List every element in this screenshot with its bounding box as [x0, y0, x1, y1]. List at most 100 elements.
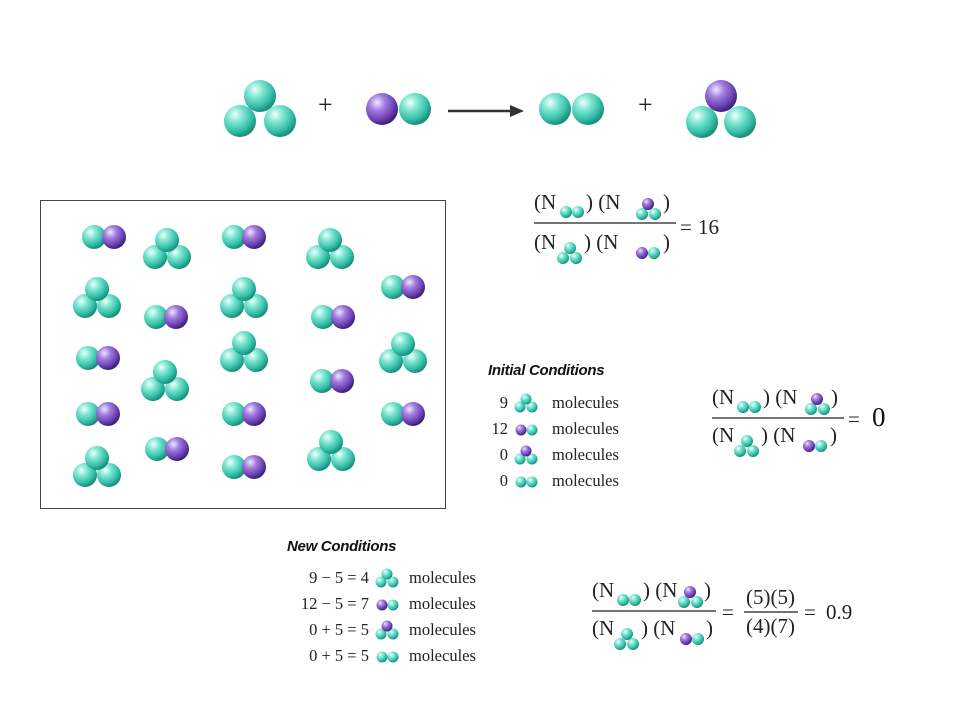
- purple-teal-dimer-molecule: [222, 455, 266, 479]
- teal-trimer-molecule: [73, 446, 121, 487]
- purple-teal-trimer-icon: [375, 620, 399, 640]
- teal-trimer-icon: [514, 393, 538, 413]
- svg-text:): ): [704, 578, 711, 602]
- svg-text:) (N: ) (N: [586, 190, 620, 214]
- initial-quotient-value: 0: [872, 402, 886, 432]
- purple-teal-dimer-molecule: [381, 402, 425, 426]
- teal-trimer-molecule: [379, 332, 427, 373]
- reactant-teal-trimer-icon: [224, 80, 296, 137]
- molecule-icon-wrap: [373, 594, 403, 614]
- svg-text:): ): [830, 423, 837, 447]
- molecules-label: molecules: [552, 471, 619, 490]
- equals-sign: =: [804, 600, 816, 624]
- molecules-label: molecules: [409, 594, 476, 613]
- purple-teal-dimer-molecule: [222, 225, 266, 249]
- teal-dimer-icon: [737, 401, 761, 413]
- condition-row: 12 molecules: [490, 417, 650, 441]
- molecules-label: molecules: [409, 620, 476, 639]
- purple-teal-trimer-icon: [678, 586, 703, 608]
- purple-teal-dimer-molecule: [311, 305, 355, 329]
- molecules-label: molecules: [552, 393, 619, 412]
- purple-teal-trimer-icon: [805, 393, 830, 415]
- purple-teal-dimer-icon: [376, 599, 399, 611]
- equals-sign: =: [848, 407, 860, 431]
- svg-text:(N: (N: [534, 230, 556, 254]
- purple-teal-trimer-icon: [636, 198, 661, 220]
- denominator: (N ) (N ): [592, 616, 713, 650]
- molecule-icon-wrap: [373, 620, 403, 640]
- initial-quotient: (N ) (N ) (N ) (N ) =: [710, 382, 900, 462]
- svg-text:) (N: ) (N: [643, 578, 677, 602]
- numerator: (N ) (N ): [592, 578, 711, 608]
- molecule-count: 12: [491, 419, 509, 438]
- svg-text:): ): [831, 385, 838, 409]
- plus-sign: +: [638, 90, 653, 119]
- molecule-count: 9 − 5 = 4: [309, 568, 369, 587]
- purple-teal-dimer-molecule: [222, 402, 266, 426]
- teal-trimer-icon: [557, 242, 582, 264]
- teal-trimer-icon: [734, 435, 759, 457]
- reaction-arrow-icon: [448, 105, 524, 117]
- purple-teal-dimer-icon: [636, 247, 660, 259]
- svg-text:) (N: ) (N: [763, 385, 797, 409]
- purple-teal-dimer-molecule: [76, 346, 120, 370]
- molecules-label: molecules: [552, 445, 619, 464]
- purple-teal-dimer-icon: [803, 440, 827, 452]
- teal-trimer-molecule: [220, 331, 268, 372]
- condition-row: 0 + 5 = 5 molecules: [280, 618, 500, 642]
- molecule-count: 0 + 5 = 5: [309, 620, 369, 639]
- svg-text:(N: (N: [712, 385, 734, 409]
- molecule-count: 12 − 5 = 7: [300, 594, 369, 613]
- purple-teal-dimer-molecule: [381, 275, 425, 299]
- teal-trimer-molecule: [141, 360, 189, 401]
- reaction-equation: + +: [220, 78, 765, 142]
- teal-trimer-molecule: [73, 277, 121, 318]
- teal-dimer-icon: [515, 476, 538, 488]
- molecule-icon-wrap: [373, 568, 403, 588]
- condition-row: 12 − 5 = 7 molecules: [280, 592, 500, 616]
- purple-teal-dimer-icon: [515, 424, 538, 436]
- denominator: (N ) (N ): [712, 423, 837, 457]
- teal-trimer-molecule: [220, 277, 268, 318]
- reactant-purple-teal-dimer-icon: [366, 93, 431, 125]
- molecules-label: molecules: [552, 419, 619, 438]
- molecule-icon-wrap: [373, 646, 403, 666]
- purple-teal-trimer-icon: [514, 445, 538, 465]
- molecule-icon-wrap: [512, 445, 542, 465]
- product-purple-teal-trimer-icon: [686, 80, 756, 138]
- svg-text:) (N: ) (N: [584, 230, 618, 254]
- molecule-icon-wrap: [512, 471, 542, 491]
- svg-text:) (N: ) (N: [761, 423, 795, 447]
- quotient-denominator: (4)(7): [746, 614, 795, 638]
- quotient-numerator: (5)(5): [746, 585, 795, 609]
- teal-trimer-molecule: [306, 228, 354, 269]
- purple-teal-dimer-icon: [680, 633, 704, 645]
- teal-dimer-icon: [376, 651, 399, 663]
- svg-text:(N: (N: [592, 616, 614, 640]
- teal-dimer-icon: [617, 594, 641, 606]
- molecules-label: molecules: [409, 646, 476, 665]
- numerator: (N ) (N ): [534, 190, 670, 220]
- svg-text:(N: (N: [534, 190, 556, 214]
- equilibrium-value: 16: [698, 215, 719, 239]
- teal-dimer-icon: [560, 206, 584, 218]
- molecule-icon-wrap: [512, 419, 542, 439]
- teal-trimer-molecule: [307, 430, 355, 471]
- equilibrium-expression: (N ) (N ) (N ) (N ) = 16: [530, 185, 760, 275]
- initial-conditions-heading: Initial Conditions: [488, 362, 605, 379]
- teal-trimer-icon: [614, 628, 639, 650]
- molecule-box-canvas: [73, 225, 427, 487]
- purple-teal-dimer-molecule: [145, 437, 189, 461]
- product-teal-dimer-icon: [539, 93, 604, 125]
- teal-trimer-molecule: [143, 228, 191, 269]
- molecule-count: 9: [499, 393, 508, 412]
- purple-teal-dimer-molecule: [82, 225, 126, 249]
- purple-teal-dimer-molecule: [76, 402, 120, 426]
- teal-trimer-icon: [375, 568, 399, 588]
- purple-teal-dimer-molecule: [144, 305, 188, 329]
